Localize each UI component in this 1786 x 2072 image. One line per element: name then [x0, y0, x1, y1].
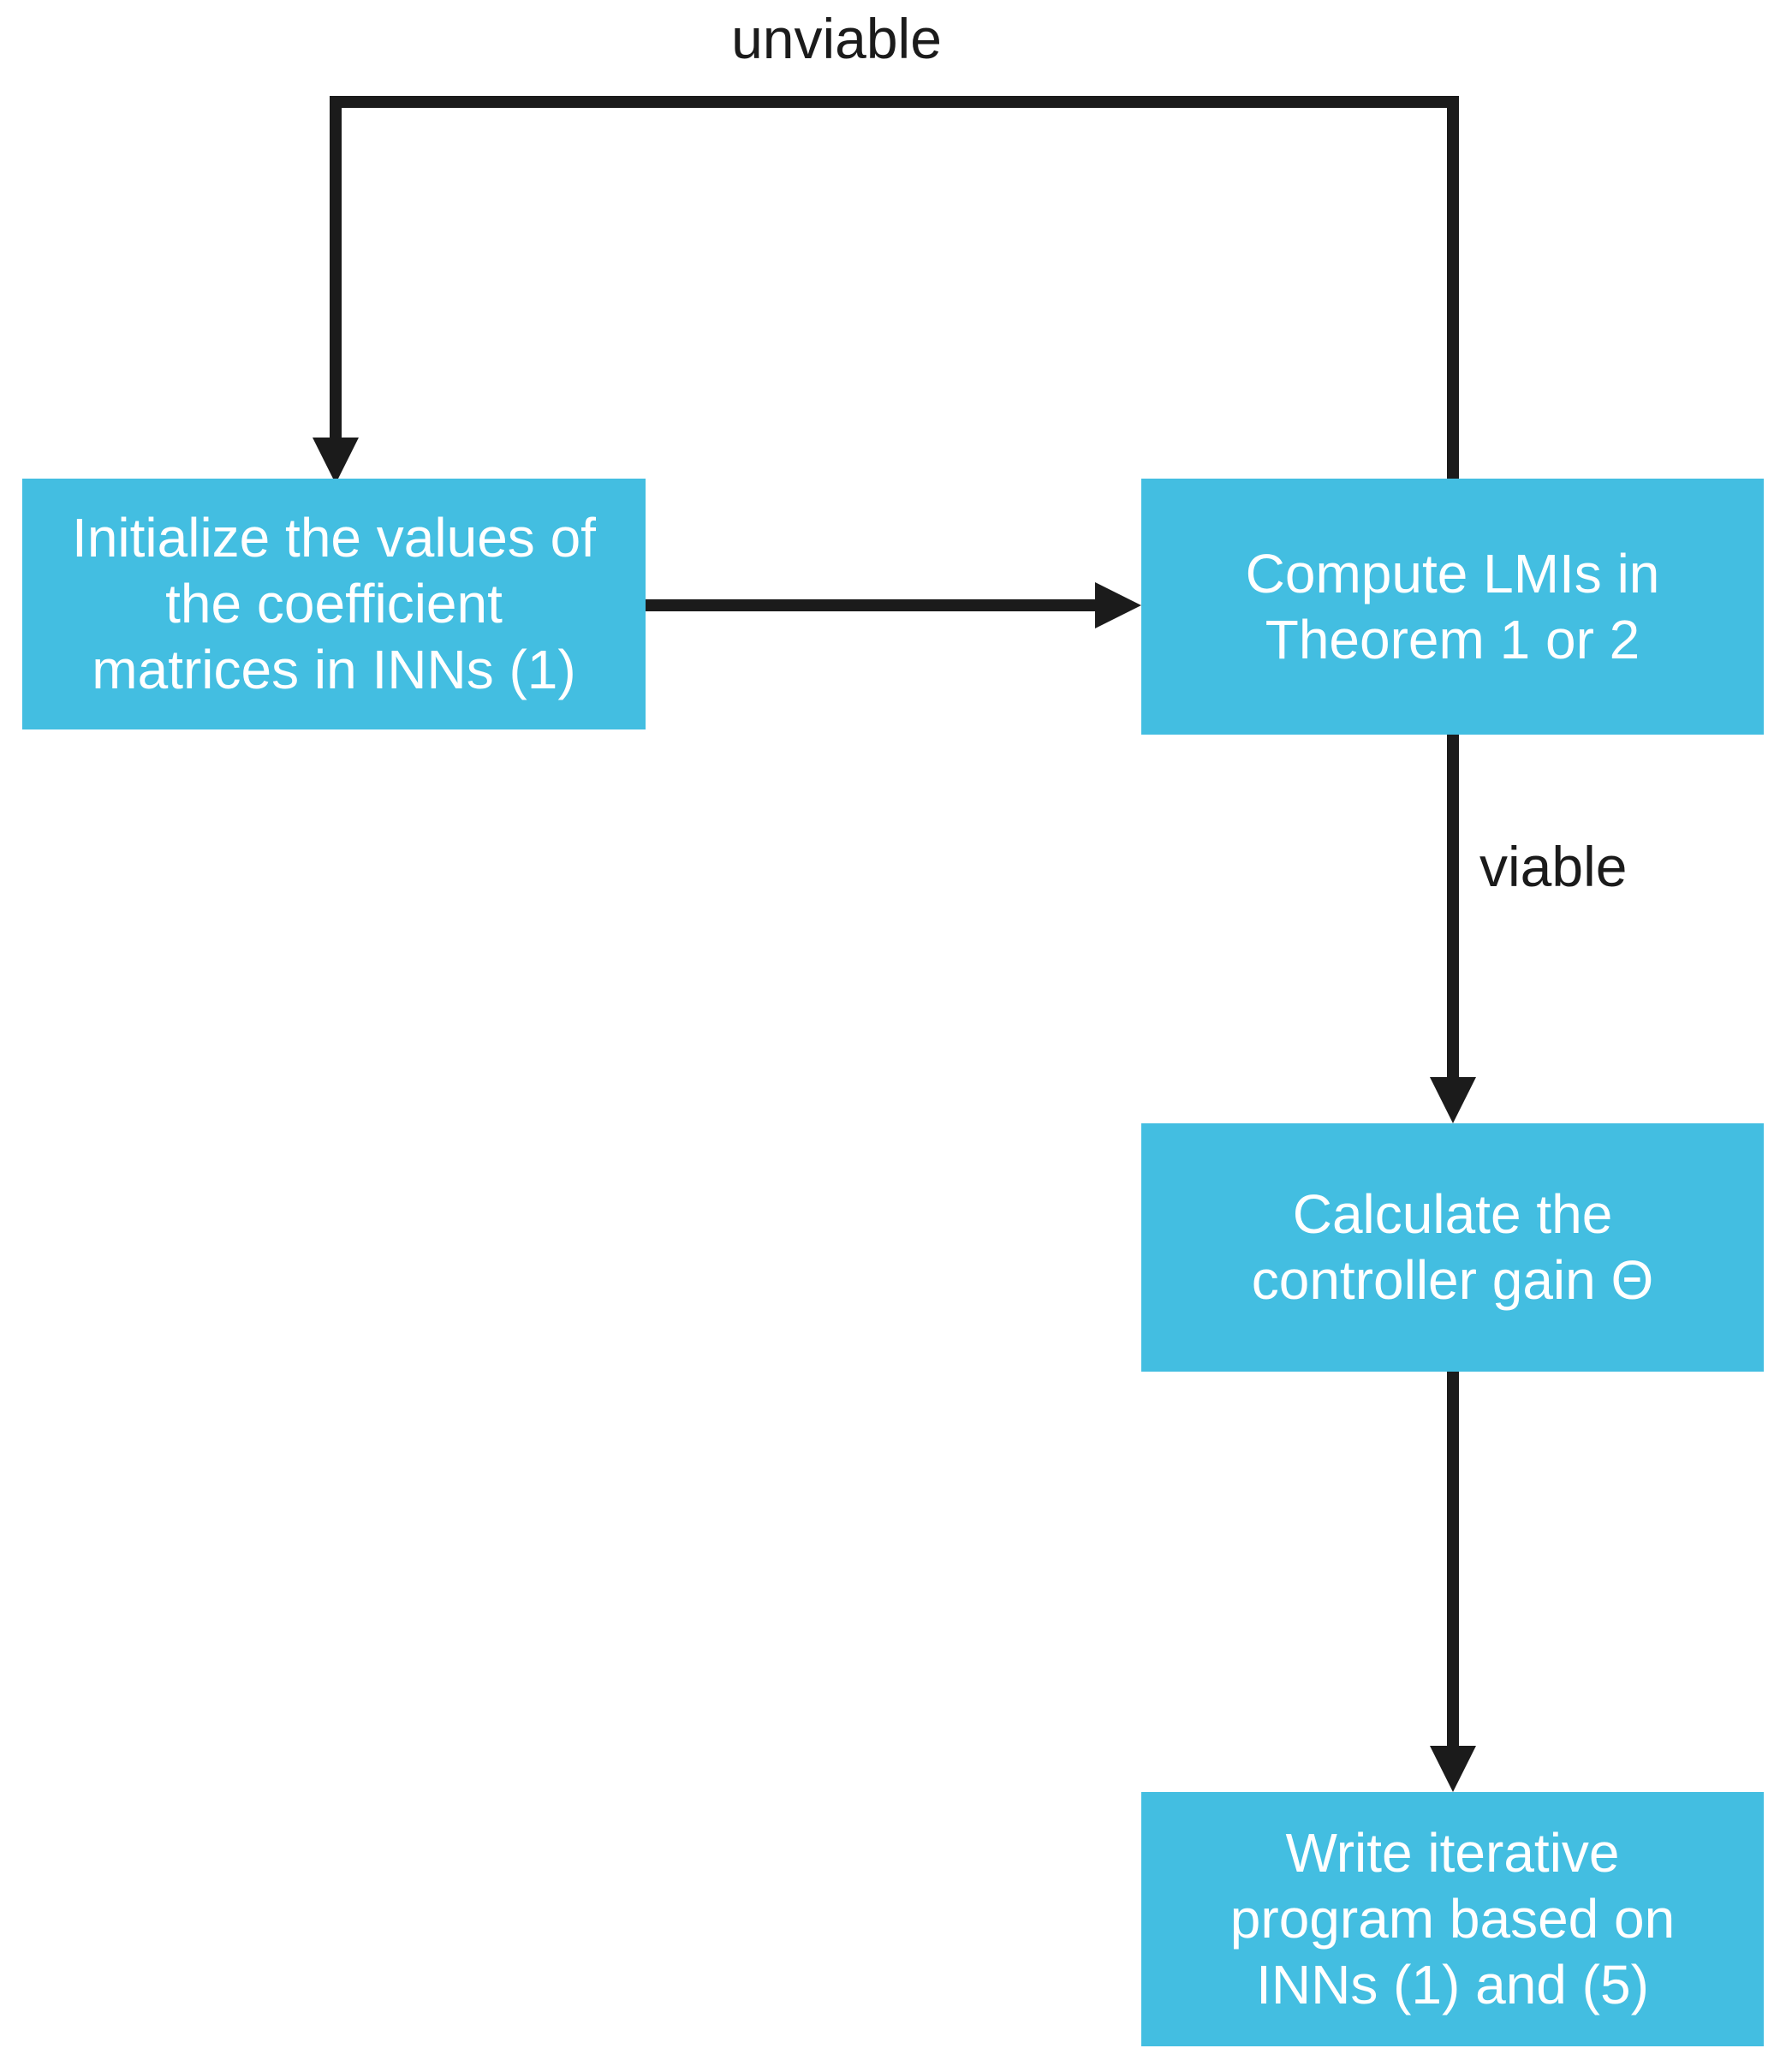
flowchart-node-iterative-program: Write iterative program based on INNs (1… [1141, 1792, 1764, 2046]
edge-label-viable: viable [1479, 835, 1628, 898]
gain-to-program-connector [1447, 1372, 1459, 1746]
unviable-connector-vertical-left [330, 96, 342, 438]
init-to-compute-arrowhead-icon [1095, 582, 1141, 628]
unviable-connector-horizontal [330, 96, 1459, 108]
flowchart-node-initialize: Initialize the values of the coefficient… [22, 479, 646, 729]
viable-arrowhead-icon [1430, 1077, 1476, 1123]
flowchart-node-compute-lmis: Compute LMIs in Theorem 1 or 2 [1141, 479, 1764, 735]
init-to-compute-connector [646, 599, 1097, 611]
flowchart-node-controller-gain: Calculate the controller gain Θ [1141, 1123, 1764, 1372]
unviable-connector-vertical-right [1447, 96, 1459, 479]
unviable-arrowhead-icon [313, 438, 359, 484]
viable-connector [1447, 735, 1459, 1077]
edge-label-unviable: unviable [731, 7, 942, 70]
gain-to-program-arrowhead-icon [1430, 1746, 1476, 1792]
